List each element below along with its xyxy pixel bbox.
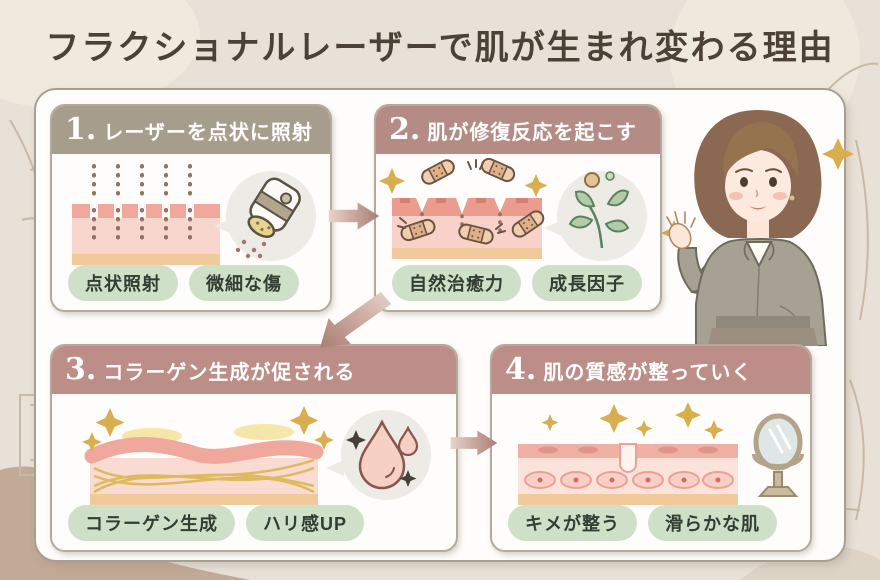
collagen-fibers: [93, 458, 315, 494]
tag-pill: 自然治癒力: [392, 265, 521, 301]
sparkle-icon: [82, 406, 334, 452]
collagen-illustration: [82, 406, 431, 505]
tag-pill: キメが整う: [508, 505, 637, 541]
step-2-header: 2. 肌が修復反応を起こす: [376, 106, 660, 154]
page-title: フラクショナルレーザーで肌が生まれ変わる理由: [45, 28, 835, 68]
presenter-skirt: [708, 328, 818, 346]
presenter-smile: [749, 206, 767, 210]
step-3-title: コラーゲン生成が促される: [103, 361, 356, 384]
step-4-header: 4. 肌の質感が整っていく: [492, 346, 810, 394]
skin-cross-section: [518, 443, 738, 505]
presenter-waistband: [716, 316, 810, 328]
skin-cross-section: [84, 436, 324, 505]
presenter-brow: [765, 168, 782, 173]
skin-cells: [524, 471, 734, 489]
smooth-skin-illustration: [518, 402, 804, 505]
step-4-title: 肌の質感が整っていく: [543, 361, 753, 384]
skin-cross-section: [72, 204, 220, 265]
presenter-face: [725, 150, 791, 222]
bandage-icon: [400, 158, 545, 245]
skin-repair-illustration: [379, 158, 647, 261]
arrow-right-icon: [450, 430, 498, 456]
tag-pill: コラーゲン生成: [68, 505, 235, 541]
presenter-bangs: [723, 122, 799, 178]
presenter-hand: [666, 211, 696, 250]
step-3-header: 3. コラーゲン生成が促される: [52, 346, 456, 394]
tag-pill: 成長因子: [532, 265, 642, 301]
presenter-eye: [769, 177, 777, 187]
step-4-number: 4.: [505, 352, 537, 387]
presenter-woman-illustration: [661, 110, 854, 346]
step-3-number: 3.: [65, 352, 97, 387]
laser-handpiece-icon: [214, 171, 316, 261]
step-2-title: 肌が修復反応を起こす: [427, 121, 637, 144]
step-1-number: 1.: [65, 112, 97, 147]
presenter-earring: [789, 195, 795, 201]
presenter-vneck: [745, 241, 773, 269]
step-card-4: 4. 肌の質感が整っていく: [490, 344, 812, 552]
step-1-header: 1. レーザーを点状に照射: [52, 106, 330, 154]
step-card-1: 1. レーザーを点状に照射: [50, 104, 332, 312]
tag-pill: 点状照射: [68, 265, 178, 301]
skin-laser-illustration: [72, 164, 316, 265]
tag-pill: ハリ感UP: [246, 505, 365, 541]
sparkle-icon: [541, 402, 724, 440]
arrow-right-icon: [328, 202, 380, 230]
emphasis-marks: [397, 159, 506, 234]
presenter-eye: [740, 177, 748, 187]
hand-mirror-icon: [752, 413, 804, 497]
step-1-title: レーザーを点状に照射: [103, 121, 313, 144]
presenter-brow: [735, 168, 753, 173]
step-2-number: 2.: [389, 112, 421, 147]
water-drop-icon: [326, 410, 431, 500]
step-card-2: 2. 肌が修復反応を起こす: [374, 104, 662, 312]
leaf-sprout-icon: [544, 171, 647, 261]
sparkle-icon: [379, 168, 548, 197]
arrow-down-left-icon: [320, 292, 392, 348]
tag-pill: 滑らかな肌: [648, 505, 777, 541]
step-card-3: 3. コラーゲン生成が促される: [50, 344, 458, 552]
tag-pill: 微細な傷: [189, 265, 299, 301]
